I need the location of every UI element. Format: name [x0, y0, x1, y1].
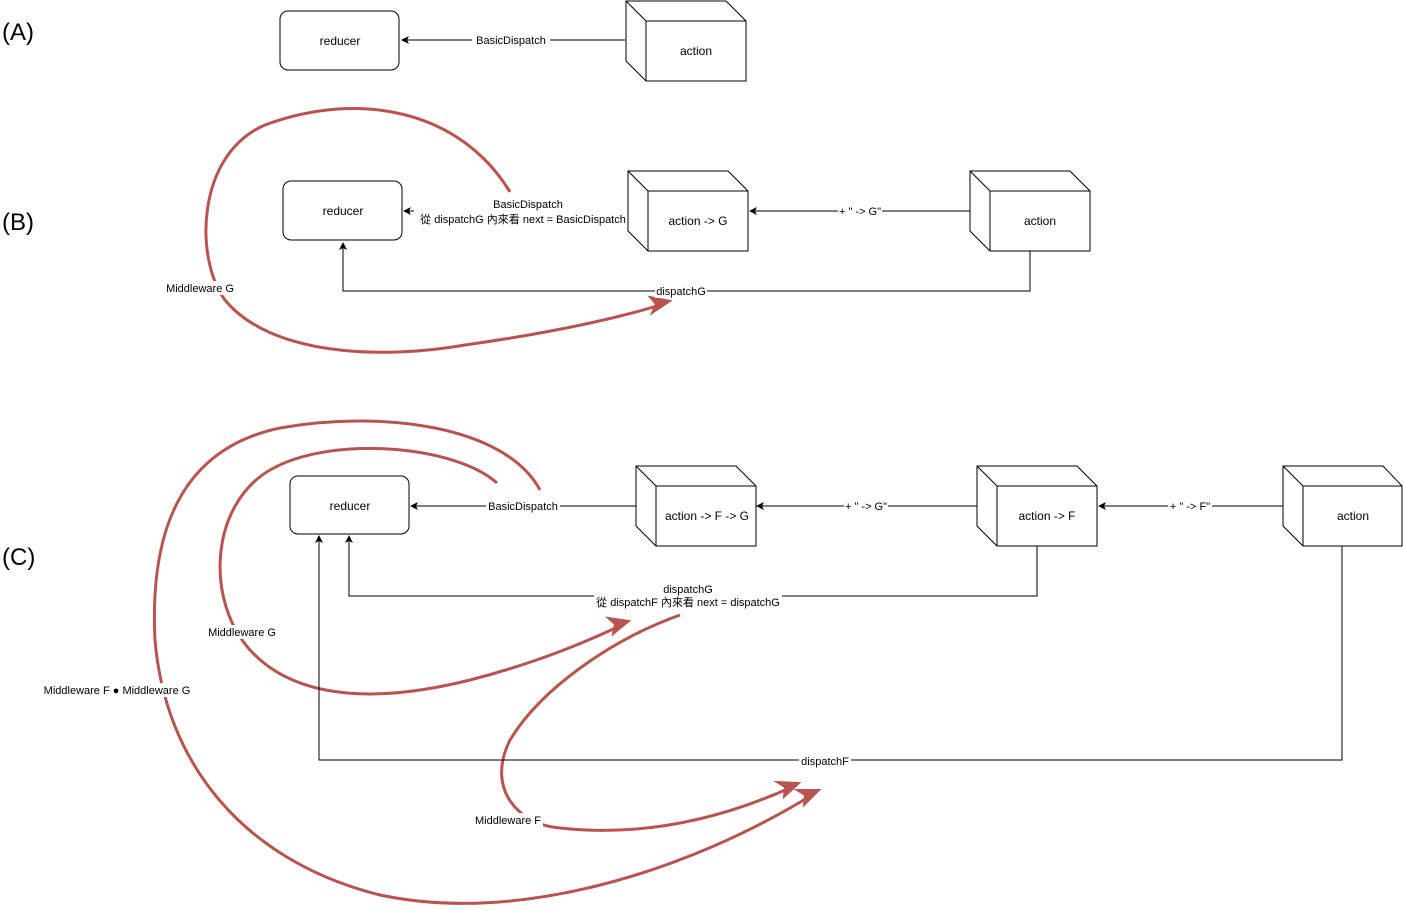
c-action-label: action [1337, 509, 1369, 523]
c-middleware-fg-arc [152, 419, 813, 905]
a-action-label: action [680, 44, 712, 58]
c-action-fg-cube[interactable] [635, 465, 757, 547]
a-edge-basic-dispatch-label: BasicDispatch [476, 35, 546, 47]
b-action-cube[interactable] [969, 170, 1091, 252]
section-c: Middleware G Middleware F ● Middleware G… [42, 419, 1403, 905]
section-b-label: (B) [2, 209, 34, 236]
b-edge-basic-label: BasicDispatch [493, 199, 563, 211]
section-c-label: (C) [2, 544, 35, 571]
b-reducer-label: reducer [323, 204, 364, 218]
b-action-label: action [1024, 214, 1056, 228]
c-edge-next-label: 從 dispatchF 內來看 next = dispatchG [596, 595, 780, 609]
c-middleware-g-arc [218, 446, 623, 696]
c-middleware-fg-arrowhead [793, 789, 822, 808]
b-edge-next-label: 從 dispatchG 內來看 next = BasicDispatch [420, 212, 626, 226]
c-reducer-box[interactable] [289, 475, 410, 535]
c-action-f-cube[interactable] [976, 465, 1098, 547]
c-middleware-g-arrowhead [604, 616, 632, 637]
section-a-label: (A) [2, 19, 34, 46]
c-middleware-f-arrowhead [773, 780, 802, 800]
c-edge-dispatch-f[interactable] [315, 535, 1343, 761]
c-action-f-label: action -> F [1018, 509, 1075, 523]
b-middleware-g-label: Middleware G [166, 283, 234, 295]
c-middleware-f-label: Middleware F [475, 815, 541, 827]
c-middleware-g-label: Middleware G [208, 627, 276, 639]
b-action-g-label: action -> G [668, 214, 727, 228]
a-reducer-label: reducer [320, 34, 361, 48]
c-action-cube[interactable] [1282, 465, 1403, 547]
c-edge-dispatch-f-label: dispatchF [801, 756, 849, 768]
b-action-g-cube[interactable] [627, 170, 749, 252]
a-action-cube[interactable] [625, 0, 747, 82]
b-middleware-g-arc [204, 107, 664, 354]
b-edge-dispatch-g-label: dispatchG [656, 286, 706, 298]
b-middleware-g-arrowhead [647, 295, 673, 316]
c-middleware-fg-label: Middleware F ● Middleware G [44, 685, 191, 697]
b-edge-append-g-label: + " -> G" [839, 206, 881, 218]
c-edge-basic-label: BasicDispatch [488, 501, 558, 513]
c-edge-append-g-label: + " -> G" [845, 501, 887, 513]
c-middleware-f-arc [500, 613, 793, 832]
c-edge-dispatch-g-label: dispatchG [663, 584, 713, 596]
b-reducer-box[interactable] [282, 180, 403, 241]
c-edge-append-f-label: + " -> F" [1170, 501, 1210, 513]
a-reducer-box[interactable] [279, 10, 400, 71]
c-reducer-label: reducer [330, 499, 371, 513]
c-action-fg-label: action -> F -> G [665, 509, 749, 523]
section-b: Middleware G BasicDispatch 從 dispatchG 內… [164, 107, 1091, 354]
section-a: BasicDispatch reducer action [279, 0, 747, 82]
